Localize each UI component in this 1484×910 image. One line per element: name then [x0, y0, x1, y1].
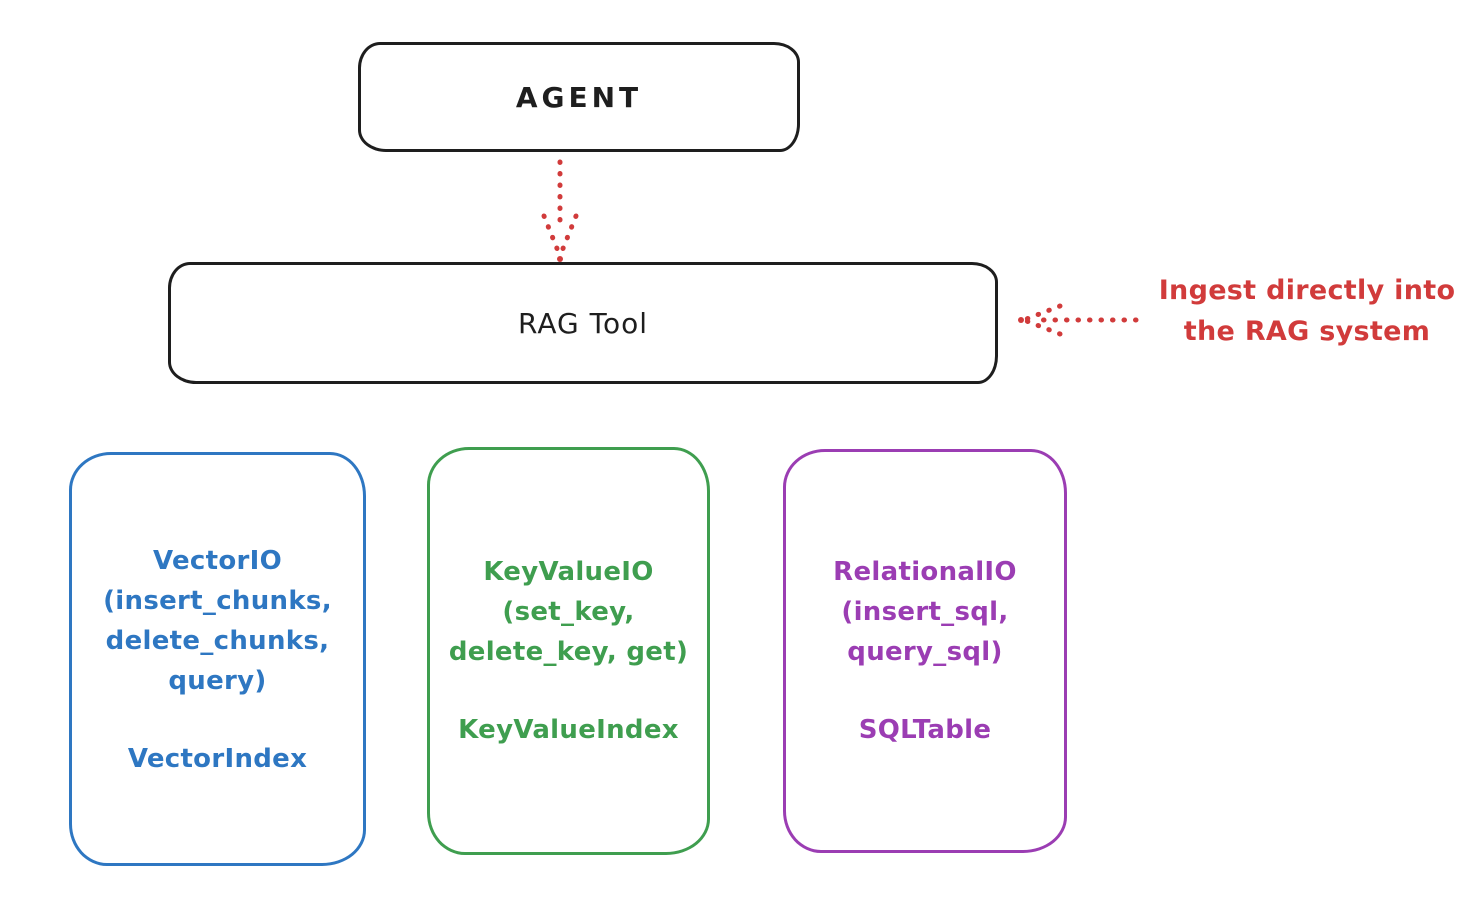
ingest-dotted-arrow-icon — [1012, 300, 1144, 340]
keyvalue-io-signature: KeyValueIO (set_key, delete_key, get) — [448, 557, 689, 667]
sql-table-label: SQLTable — [858, 715, 992, 745]
vector-io-signature: VectorIO (insert_chunks, delete_chunks, … — [103, 546, 332, 696]
agent-to-rag-dotted-arrow-icon — [538, 158, 582, 266]
vector-index-label: VectorIndex — [127, 744, 308, 774]
rag-tool-box-label: RAG Tool — [518, 306, 648, 340]
arrow-left-icon — [1018, 303, 1139, 337]
relational-io-signature: RelationalIO (insert_sql, query_sql) — [833, 557, 1017, 667]
rag-tool-box: RAG Tool — [168, 262, 998, 384]
keyvalue-index-label: KeyValueIndex — [458, 715, 679, 745]
arrow-down-icon — [541, 159, 579, 262]
agent-box: AGENT — [358, 42, 800, 152]
agent-box-label: AGENT — [515, 80, 643, 114]
keyvalue-io-box: KeyValueIO (set_key, delete_key, get) Ke… — [427, 447, 710, 855]
vector-io-box: VectorIO (insert_chunks, delete_chunks, … — [69, 452, 366, 866]
ingest-annotation: Ingest directly into the RAG system — [1158, 275, 1456, 347]
relational-io-box: RelationalIO (insert_sql, query_sql) SQL… — [783, 449, 1067, 853]
